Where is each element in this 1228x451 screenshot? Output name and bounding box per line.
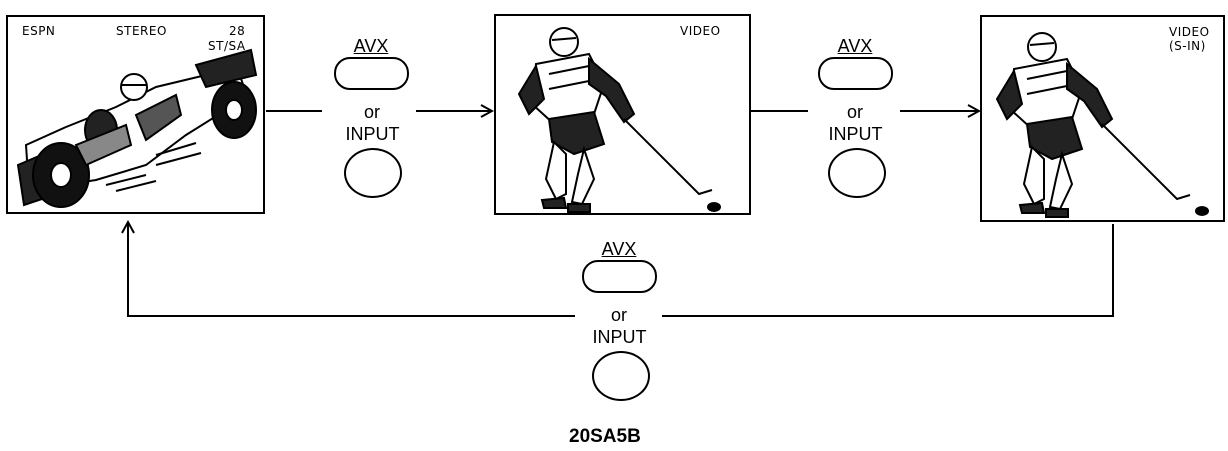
- return-line-left: [128, 222, 575, 316]
- hockey-player-image: [494, 14, 751, 215]
- screen-video: VIDEO: [494, 14, 751, 215]
- input-label-2: INPUT: [818, 124, 893, 144]
- input-button-2[interactable]: [828, 148, 886, 198]
- return-line-right: [662, 224, 1113, 316]
- or-label-1: or: [347, 102, 397, 122]
- model-number: 20SA5B: [569, 426, 641, 448]
- screen-source: ESPN STEREO 28 ST/SA: [6, 15, 265, 214]
- avx-button-2[interactable]: [818, 57, 893, 90]
- or-label-3: or: [594, 305, 644, 325]
- hockey-player-image: [980, 15, 1225, 222]
- input-button-1[interactable]: [344, 148, 402, 198]
- avx-label-1: AVX: [346, 36, 396, 56]
- or-label-2: or: [830, 102, 880, 122]
- race-car-image: [6, 15, 265, 214]
- input-label-3: INPUT: [582, 327, 657, 347]
- input-label-1: INPUT: [335, 124, 410, 144]
- avx-label-2: AVX: [830, 36, 880, 56]
- avx-button-3[interactable]: [582, 260, 657, 293]
- avx-button-1[interactable]: [334, 57, 409, 90]
- avx-label-3: AVX: [594, 239, 644, 259]
- screen-s-in: VIDEO (S-IN): [980, 15, 1225, 222]
- input-button-3[interactable]: [592, 351, 650, 401]
